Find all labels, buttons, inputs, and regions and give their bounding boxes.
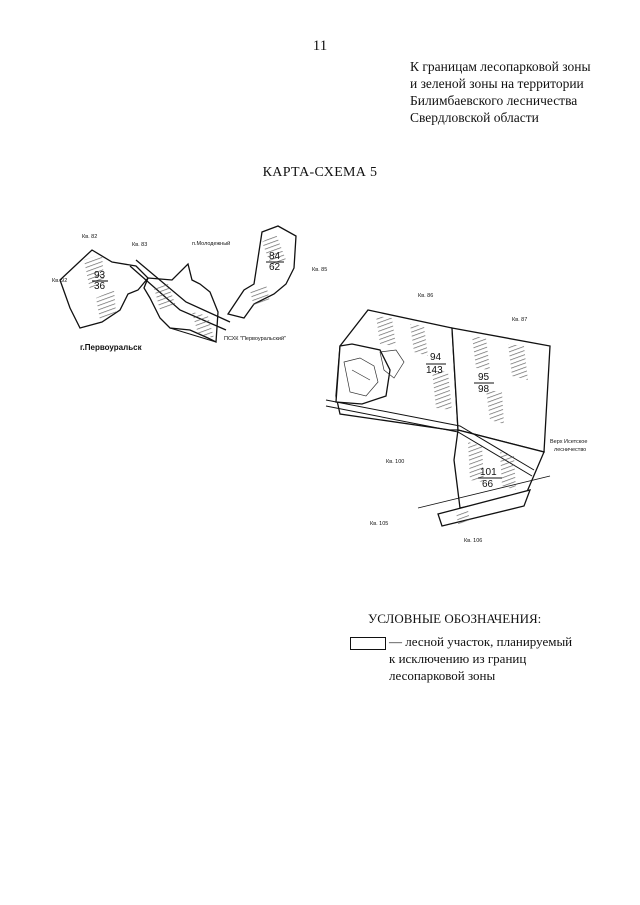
- plot-101-number: 101: [480, 467, 497, 478]
- header-line: К границам лесопарковой зоны: [410, 59, 591, 74]
- plot-95-area: 98: [478, 384, 490, 395]
- plot-84-number: 84: [269, 251, 281, 262]
- map-title: КАРТА-СХЕМА 5: [262, 165, 378, 180]
- legend-line: лесопарковой зоны: [389, 668, 496, 683]
- legend-line: — лесной участок, планируемый: [389, 634, 573, 649]
- label-verkh-1: Верх Исетское: [550, 439, 588, 445]
- label-kv100: Кв. 100: [386, 459, 405, 465]
- plot-94-area: 143: [426, 365, 443, 376]
- plot-95-number: 95: [478, 372, 490, 383]
- legend-line: к исключению из границ: [389, 651, 527, 666]
- label-molodezhny: п.Молодежный: [192, 241, 231, 247]
- right-forest-plots: [325, 309, 551, 527]
- label-verkh-2: лесничество: [554, 447, 587, 453]
- plot-fraction-lines: [92, 261, 502, 479]
- plot-84-area: 62: [269, 262, 281, 273]
- plot-93-area: 36: [94, 281, 106, 292]
- label-kv83: Кв. 83: [132, 242, 148, 248]
- label-psokh: ПСХК "Первоуральский": [224, 336, 287, 342]
- plot-94-number: 94: [430, 352, 442, 363]
- connector-strip: [129, 259, 231, 331]
- label-kv105: Кв. 105: [370, 521, 389, 527]
- legend-title: УСЛОВНЫЕ ОБОЗНАЧЕНИЯ:: [368, 611, 542, 626]
- legend-swatch: [350, 637, 386, 650]
- plot-93-outline: [59, 249, 149, 329]
- header-line: Свердловской области: [410, 110, 539, 125]
- label-pervouralsk: г.Первоуральск: [80, 343, 142, 352]
- label-kv92: Кв. 92: [52, 278, 68, 284]
- plot-101-area: 66: [482, 479, 494, 490]
- page-number: 11: [312, 38, 328, 54]
- header-block: К границам лесопарковой зоны и зеленой з…: [410, 58, 591, 126]
- label-kv82: Кв. 82: [82, 234, 98, 240]
- header-line: и зеленой зоны на территории: [410, 76, 584, 91]
- plot-94-interior: [343, 349, 405, 397]
- road-south: [417, 475, 551, 509]
- right-hatching: [376, 316, 528, 524]
- legend-item-text: — лесной участок, планируемый к исключен…: [389, 633, 572, 684]
- label-kv86: Кв. 86: [418, 293, 434, 299]
- left-hatching: [84, 234, 286, 338]
- plot-93-number: 93: [94, 270, 106, 281]
- label-kv87: Кв. 87: [512, 317, 528, 323]
- label-kv106: Кв. 106: [464, 538, 483, 544]
- header-line: Билимбаевского лесничества: [410, 93, 578, 108]
- map-area: Кв. 82 Кв. 83 п.Молодежный Кв. 92 Кв. 85…: [40, 220, 620, 560]
- map-drawing: [59, 225, 551, 527]
- label-kv85: Кв. 85: [312, 267, 328, 273]
